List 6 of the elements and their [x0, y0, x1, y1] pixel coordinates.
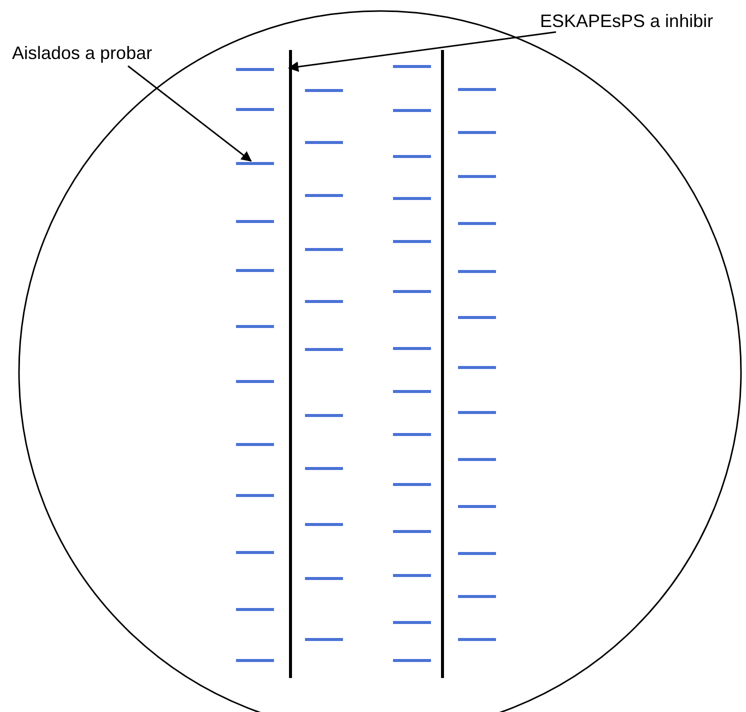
leader-line [128, 65, 252, 162]
streak-mark [236, 162, 274, 165]
callout-label: Aislados a probar [12, 42, 152, 64]
inoculation-line [289, 50, 292, 678]
leader-line [288, 31, 556, 72]
callout-label: ESKAPEsPS a inhibir [540, 10, 714, 32]
